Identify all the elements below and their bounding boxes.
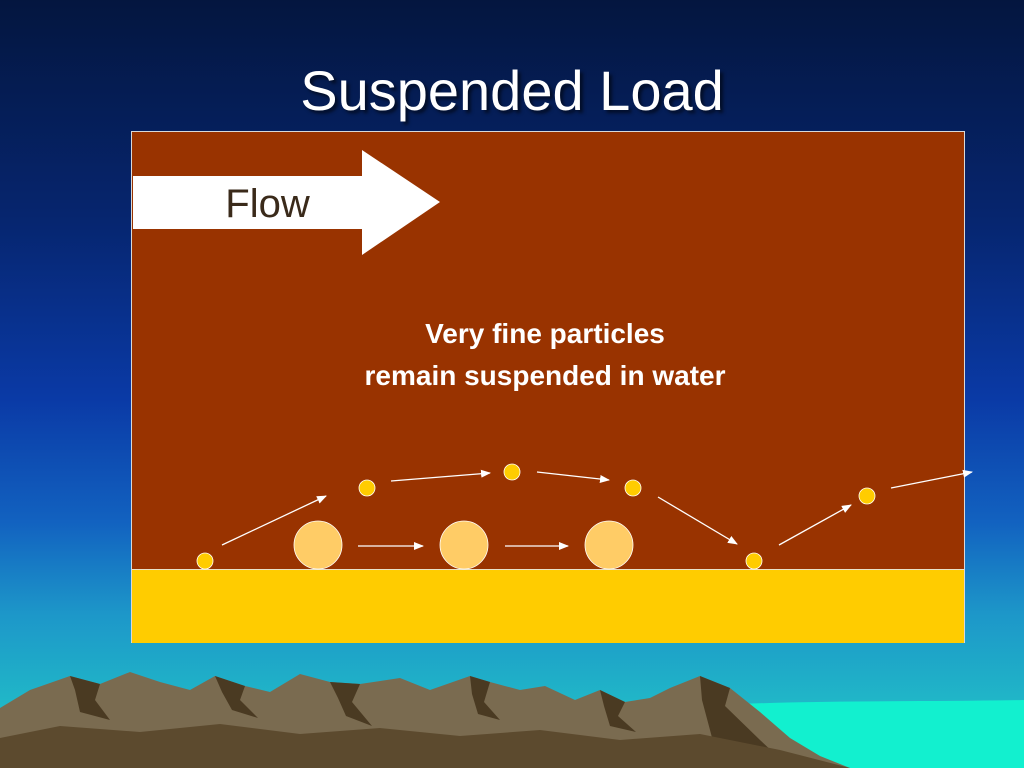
caption-line-1: Very fine particles: [425, 318, 665, 349]
trajectory-arrow-icon: [221, 495, 327, 546]
small-particle: [358, 479, 376, 497]
trajectory-arrow-icon: [536, 471, 610, 483]
large-particle: [293, 520, 343, 570]
large-particles: [293, 520, 634, 570]
small-particle: [858, 487, 876, 505]
large-particle: [439, 520, 489, 570]
flow-label: Flow: [225, 182, 310, 226]
small-particle: [503, 463, 521, 481]
trajectory-arrows: [221, 469, 973, 550]
mountain-foreground: [0, 724, 850, 768]
flow-arrow-icon: [133, 150, 440, 255]
slide-title: Suspended Load: [300, 59, 724, 122]
small-particles: [196, 463, 876, 570]
trajectory-arrow-icon: [778, 504, 852, 546]
trajectory-arrow-icon: [657, 496, 738, 545]
caption-line-2: remain suspended in water: [364, 360, 726, 391]
small-particle: [624, 479, 642, 497]
large-particle: [584, 520, 634, 570]
mountain-shadows: [70, 676, 790, 768]
small-particle: [196, 552, 214, 570]
trajectory-arrow-icon: [890, 469, 973, 489]
trajectory-arrow-icon: [390, 469, 491, 482]
sediment-bed: [132, 569, 964, 643]
small-particle: [745, 552, 763, 570]
caption: Very fine particles remain suspended in …: [300, 313, 790, 397]
